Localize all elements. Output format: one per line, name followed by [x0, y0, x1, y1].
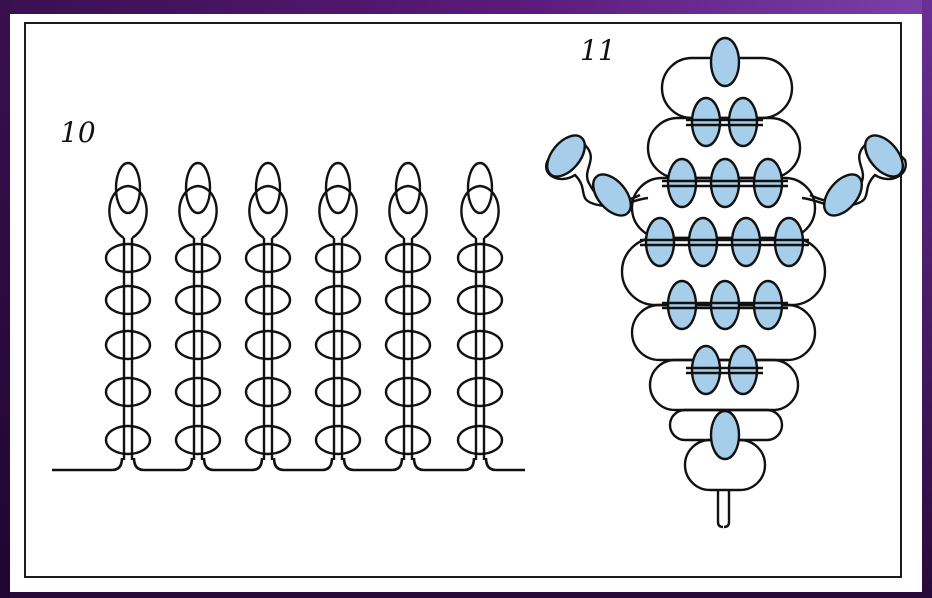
bead: [754, 281, 782, 329]
bead: [732, 218, 760, 266]
fringe-strand: [176, 163, 220, 460]
bead: [711, 281, 739, 329]
fringe-strand: [386, 163, 430, 460]
figure-11-label: 11: [580, 34, 616, 67]
strand-bead: [106, 331, 150, 359]
strand-bead: [316, 331, 360, 359]
strand-bead: [386, 378, 430, 406]
strand-bead: [176, 286, 220, 314]
fringe-strand: [316, 163, 360, 460]
strand-bead: [458, 378, 502, 406]
strand-bead: [176, 378, 220, 406]
figure-10-fringe: [52, 163, 525, 470]
fringe-strand: [246, 163, 290, 460]
bead: [646, 218, 674, 266]
strand-bead: [386, 286, 430, 314]
strand-bead: [176, 244, 220, 272]
bead: [689, 218, 717, 266]
strand-bead: [316, 286, 360, 314]
strand-bead: [316, 426, 360, 454]
bead: [692, 346, 720, 394]
figure-10-label: 10: [60, 116, 96, 149]
strand-bead: [386, 426, 430, 454]
fringe-strand: [458, 163, 502, 460]
strand-bead: [246, 286, 290, 314]
bead: [668, 159, 696, 207]
bead: [729, 98, 757, 146]
bead: [692, 98, 720, 146]
arm-bead: [817, 168, 869, 223]
strand-bead: [246, 244, 290, 272]
strand-bead: [106, 426, 150, 454]
bead: [711, 411, 739, 459]
strand-bead: [176, 426, 220, 454]
strand-bead: [316, 244, 360, 272]
strand-bead: [246, 378, 290, 406]
strand-bead: [246, 331, 290, 359]
strand-bead: [458, 426, 502, 454]
arm-bead: [586, 168, 638, 223]
strand-bead: [386, 244, 430, 272]
strand-bead: [458, 331, 502, 359]
strand-bead: [106, 286, 150, 314]
thread-tail: [718, 490, 729, 527]
strand-bead: [106, 378, 150, 406]
bead: [775, 218, 803, 266]
fringe-strand: [106, 163, 150, 460]
figure-11-pendant: [540, 38, 910, 527]
bead: [754, 159, 782, 207]
strand-bead: [458, 244, 502, 272]
strand-bead: [316, 378, 360, 406]
bead: [729, 346, 757, 394]
strand-bead: [386, 331, 430, 359]
strand-bead: [458, 286, 502, 314]
strand-bead: [176, 331, 220, 359]
bead: [668, 281, 696, 329]
strand-bead: [246, 426, 290, 454]
bead: [711, 38, 739, 86]
arm-bead: [540, 129, 592, 184]
strand-bead: [106, 244, 150, 272]
bead: [711, 159, 739, 207]
